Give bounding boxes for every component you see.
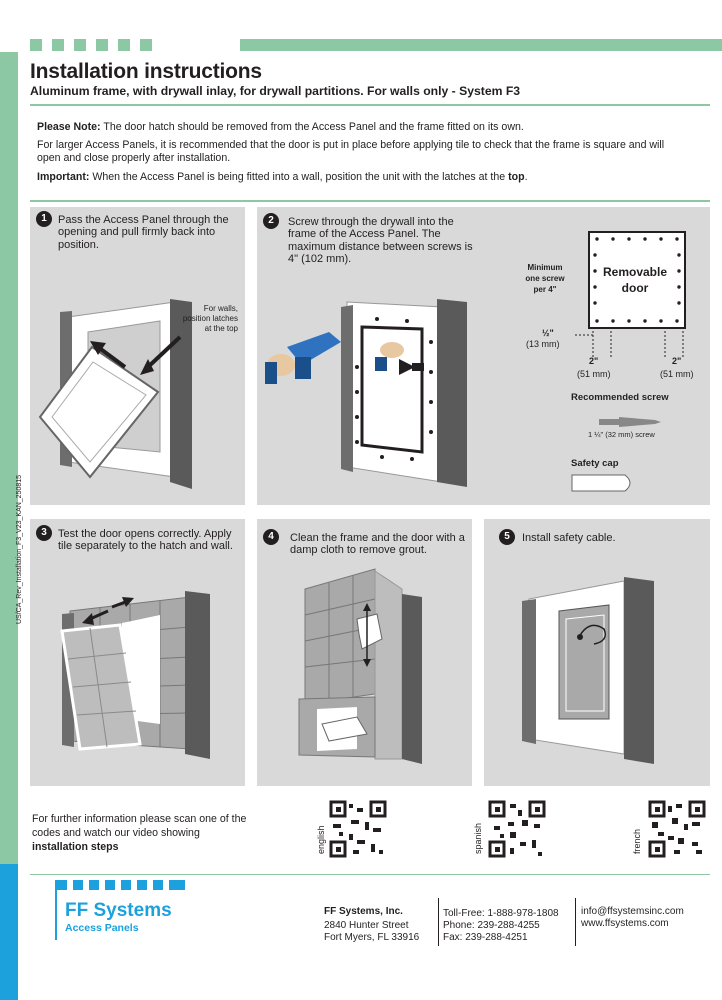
step-2-text: Screw through the drywall into the frame…: [288, 216, 473, 266]
divider: [30, 104, 710, 106]
rec-screw-label: Recommended screw: [571, 392, 669, 403]
note-end: .: [524, 171, 528, 183]
step-3-number: 3: [36, 525, 52, 541]
half-mm-label: (13 mm): [526, 339, 560, 349]
note-please: Please Note: The door hatch should be re…: [37, 121, 677, 134]
brand-square: [89, 880, 99, 890]
step-1-number: 1: [36, 211, 52, 227]
brand-tagline: Access Panels: [65, 922, 139, 934]
step-2-number: 2: [263, 213, 279, 229]
accent-square: [30, 39, 42, 51]
qr-code-french[interactable]: [648, 800, 706, 858]
brand-square: [57, 880, 67, 890]
brand-square: [73, 880, 83, 890]
left-brand-bar: [0, 864, 18, 1000]
brand-square: [137, 880, 147, 890]
brand-vline: [55, 880, 57, 940]
website-link[interactable]: www.ffsystems.com: [581, 918, 669, 929]
safety-cap-label: Safety cap: [571, 458, 619, 469]
accent-square: [74, 39, 86, 51]
spacing-b-label: 2": [672, 356, 682, 366]
note-label: Please Note:: [37, 121, 101, 133]
footer-divider: [575, 898, 576, 946]
brand-square: [121, 880, 131, 890]
page-title: Installation instructions: [30, 60, 262, 83]
accent-square: [118, 39, 130, 51]
step-5-illustration: [522, 577, 654, 764]
divider: [30, 200, 710, 202]
accent-square: [140, 39, 152, 51]
spacing-a-mm: (51 mm): [577, 369, 611, 379]
latch-callout: For walls, position latches at the top: [182, 304, 238, 333]
step-3-illustration: [60, 591, 210, 759]
brand-square: [169, 880, 185, 890]
door-label-2: door: [621, 281, 649, 295]
further-bold: installation steps: [32, 841, 119, 853]
step-1-illustration: [38, 299, 192, 489]
accent-square: [96, 39, 108, 51]
step-1-text: Pass the Access Panel through the openin…: [58, 214, 229, 251]
accent-square: [52, 39, 64, 51]
company-city: Fort Myers, FL 33916: [324, 932, 420, 943]
email-link[interactable]: info@ffsystemsinc.com: [581, 906, 684, 917]
brand-square: [105, 880, 115, 890]
step-5-text: Install safety cable.: [522, 532, 616, 544]
fax-number: Fax: 239-288-4251: [443, 932, 528, 943]
footer-divider: [438, 898, 439, 946]
page-subtitle: Aluminum frame, with drywall inlay, for …: [30, 84, 521, 98]
note-label: Important:: [37, 171, 90, 183]
step-2-illustration: [265, 231, 686, 492]
qr-code-spanish[interactable]: [488, 800, 546, 858]
qr-label-spanish: spanish: [473, 822, 483, 854]
qr-code-english[interactable]: [329, 800, 387, 858]
note-important: Important: When the Access Panel is bein…: [37, 171, 677, 184]
step-4-text: Clean the frame and the door with a damp…: [290, 532, 465, 557]
brand-square: [153, 880, 163, 890]
screw-size-label: 1 ¼" (32 mm) screw: [588, 430, 655, 439]
spacing-b-mm: (51 mm): [660, 369, 694, 379]
note-larger-panels: For larger Access Panels, it is recommen…: [37, 139, 665, 164]
door-label-1: Removable: [602, 265, 668, 279]
further-info: For further information please scan one …: [32, 812, 252, 854]
step-5-number: 5: [499, 529, 515, 545]
further-text: For further information please scan one …: [32, 813, 247, 839]
top-accent-bar: [240, 39, 722, 51]
note-text: The door hatch should be removed from th…: [100, 121, 524, 133]
step-4-number: 4: [263, 529, 279, 545]
document-code: US/CA_Rev_Installation_F3_V23_KAN_250815: [16, 474, 23, 624]
phone-number: Phone: 239-288-4255: [443, 920, 540, 931]
step-3-text: Test the door opens correctly. Apply til…: [58, 528, 233, 553]
qr-label-english: english: [316, 825, 326, 854]
half-inch-label: ½": [542, 328, 554, 338]
min-screw-label: Minimum one screw per 4": [525, 263, 565, 294]
left-accent-bar: [0, 52, 18, 864]
brand-logo: FF Systems: [65, 900, 172, 921]
company-name: FF Systems, Inc.: [324, 906, 403, 917]
tollfree-number: Toll-Free: 1-888-978-1808: [443, 908, 559, 919]
divider: [30, 874, 710, 875]
company-street: 2840 Hunter Street: [324, 920, 409, 931]
spacing-a-label: 2": [589, 356, 599, 366]
qr-label-french: french: [632, 828, 642, 854]
step-4-illustration: [298, 568, 422, 764]
note-text: When the Access Panel is being fitted in…: [89, 171, 509, 183]
note-bold: top: [508, 171, 525, 183]
